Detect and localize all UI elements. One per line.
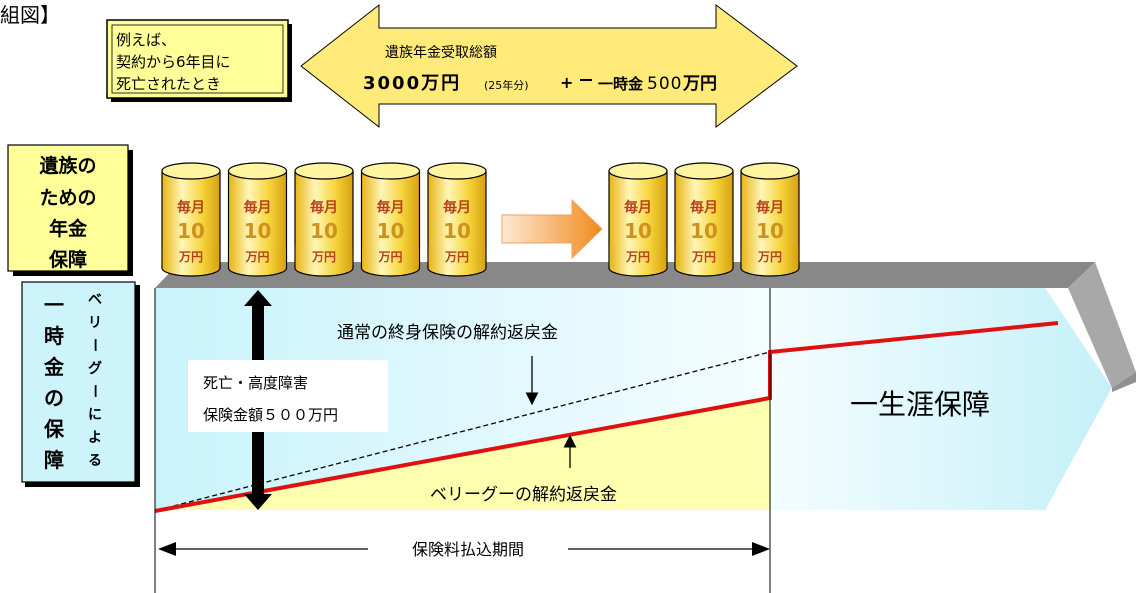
example-box: 例えば、 契約から6年目に 死亡されたとき — [106, 19, 292, 102]
survivor-pension-box: 遺族の ための 年金 保障 — [7, 144, 133, 276]
coin-top-label: 毎月 — [756, 199, 784, 216]
premium-period-label: 保険料払込期間 — [412, 540, 524, 559]
lump-side-char: る — [88, 453, 102, 469]
coin-amount: 10 — [443, 219, 471, 243]
coin-amount: 10 — [377, 219, 405, 243]
total-plus: + — [560, 73, 573, 92]
total-amount: 3000万円 — [363, 73, 461, 94]
coin-top-label: 毎月 — [377, 199, 405, 216]
lump-label: 一時金 — [598, 75, 644, 93]
coin-stack: 毎月 10 万円 — [674, 162, 734, 277]
coin-unit: 万円 — [178, 250, 203, 264]
coin-gap-arrow — [501, 198, 603, 260]
death-benefit-line-2: 保険金額５００万円 — [203, 406, 338, 424]
coin-top-label: 毎月 — [443, 199, 471, 216]
lump-side-char: グ — [88, 360, 102, 377]
coin-stack: 毎月 10 万円 — [427, 162, 487, 277]
coin-top-label: 毎月 — [310, 199, 338, 216]
lump-side-char: ー — [86, 384, 102, 398]
coin-amount: 10 — [756, 219, 784, 243]
coin-top-label: 毎月 — [177, 199, 205, 216]
survivor-line-2: ための — [39, 187, 96, 209]
total-years: (25年分) — [484, 78, 529, 92]
lump-main-char: 一 — [44, 293, 64, 317]
lump-main-char: 保 — [43, 417, 65, 441]
lump-side-char: リ — [88, 315, 102, 331]
coin-amount: 10 — [690, 219, 718, 243]
coin-amount: 10 — [244, 219, 272, 243]
lump-main-char: の — [44, 386, 64, 410]
coin-top-label: 毎月 — [244, 199, 272, 216]
coin-unit: 万円 — [691, 250, 716, 264]
survivor-line-4: 保障 — [48, 248, 87, 271]
coin-stack: 毎月 10 万円 — [294, 162, 354, 277]
survivor-line-3: 年金 — [49, 217, 88, 240]
lump-main-char: 時 — [44, 324, 64, 348]
header-fragment: 組図】 — [0, 3, 60, 27]
coin-amount: 10 — [624, 219, 652, 243]
coin-unit: 万円 — [244, 250, 269, 264]
lump-main-char: 金 — [43, 355, 65, 379]
example-line-1: 例えば、 — [116, 31, 176, 49]
lump-side-char: よ — [88, 430, 102, 446]
coin-unit: 万円 — [311, 250, 336, 264]
premium-period-arrow: 保険料払込期間 — [158, 540, 770, 559]
coin-stack: 毎月 10 万円 — [360, 162, 421, 277]
lump-unit: 万円 — [682, 74, 717, 94]
lifetime-label: 一生涯保障 — [850, 388, 990, 421]
death-benefit-label-bg — [188, 360, 388, 432]
lump-main-char: 障 — [44, 448, 64, 472]
normal-refund-label: 通常の終身保険の解約返戻金 — [337, 323, 558, 343]
lump-side-char: ー — [86, 338, 102, 352]
berry-refund-label: ベリーグーの解約返戻金 — [430, 485, 617, 505]
lump-side-char: ベ — [88, 292, 102, 308]
lump-side-char: に — [88, 407, 102, 423]
total-amount-arrow: 遺族年金受取総額 3000万円 (25年分) + 一時金 500 万円 — [300, 3, 798, 129]
example-line-3: 死亡されたとき — [116, 75, 221, 93]
total-line-1: 遺族年金受取総額 — [385, 45, 497, 61]
coin-unit: 万円 — [625, 250, 650, 264]
example-line-2: 契約から6年目に — [116, 53, 231, 71]
coin-stack: 毎月 10 万円 — [161, 162, 221, 277]
lump-num: 500 — [647, 74, 682, 94]
coin-top-label: 毎月 — [690, 199, 718, 216]
coin-stack-row: 毎月 10 万円 毎月 10 万円 毎月 10 万円 毎月 10 万円 毎月 10 万円 毎月 10 万円 毎月 10… — [161, 162, 800, 277]
coin-amount: 10 — [310, 219, 338, 243]
coin-top-label: 毎月 — [624, 199, 652, 216]
coin-unit: 万円 — [757, 250, 782, 264]
coin-stack: 毎月 10 万円 — [227, 162, 288, 277]
death-benefit-line-1: 死亡・高度障害 — [203, 374, 308, 392]
survivor-line-1: 遺族の — [39, 154, 96, 177]
coin-stack: 毎月 10 万円 — [740, 162, 800, 277]
coin-unit: 万円 — [377, 250, 402, 264]
coin-unit: 万円 — [444, 250, 469, 264]
coin-stack: 毎月 10 万円 — [608, 162, 668, 277]
coin-amount: 10 — [177, 219, 205, 243]
